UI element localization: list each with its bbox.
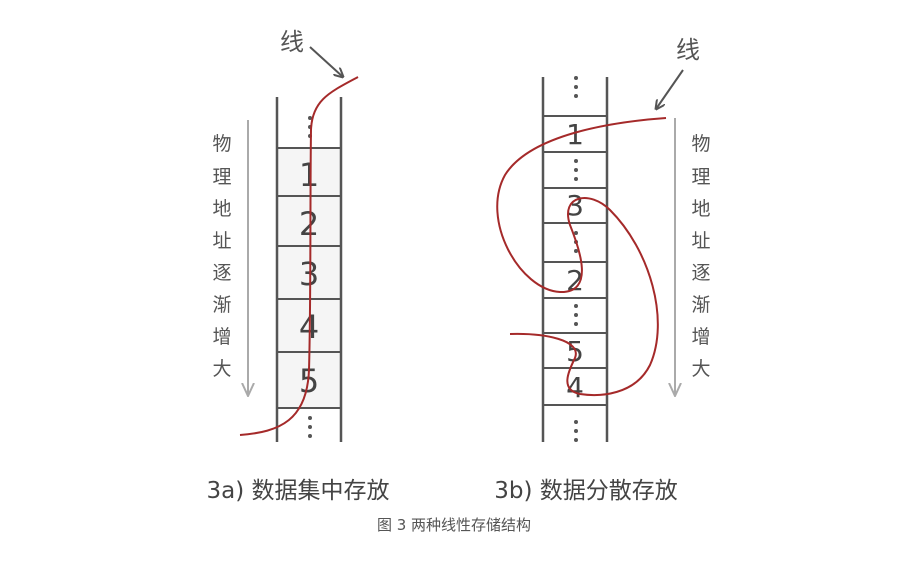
cell-label: 4 (566, 371, 584, 404)
axis-char: 增 (691, 326, 710, 348)
axis-char: 地 (212, 198, 231, 220)
figure-caption: 图 3 两种线性存储结构 (377, 516, 531, 534)
cell-label: 2 (566, 264, 584, 297)
caption-a: 3a) 数据集中存放 (206, 478, 389, 504)
cell-label: 3 (566, 189, 584, 222)
pointer-label: 线 (676, 36, 700, 64)
axis-char: 理 (691, 166, 710, 188)
axis-char: 理 (212, 166, 231, 188)
cell-label: 1 (566, 118, 584, 151)
cell-label: 2 (299, 205, 319, 243)
pointer-arrow (309, 46, 343, 77)
axis-char: 址 (212, 230, 231, 252)
pointer-arrow (656, 69, 684, 109)
axis-char: 大 (212, 358, 231, 380)
axis-char: 逐 (212, 262, 231, 284)
axis-char: 增 (212, 326, 231, 348)
axis-char: 物 (691, 133, 710, 155)
axis-char: 渐 (691, 294, 710, 316)
axis-char: 渐 (212, 294, 231, 316)
caption-b: 3b) 数据分散存放 (494, 478, 678, 504)
red-line (496, 117, 667, 397)
cell-label: 1 (299, 156, 319, 194)
axis-char: 逐 (691, 262, 710, 284)
axis-char: 大 (691, 358, 710, 380)
diagram-a: 1 2 3 4 5 物 理 地 址 逐 渐 增 大 线 3a) 数据集中存放 (206, 28, 389, 504)
pointer-label: 线 (280, 28, 304, 56)
axis-char: 址 (691, 230, 710, 252)
axis-char: 地 (691, 198, 710, 220)
red-line (239, 76, 359, 436)
diagram-b: 1 3 2 5 4 物 理 地 址 逐 渐 增 大 线 3b) 数据分散存放 (494, 36, 710, 504)
axis-char: 物 (212, 133, 231, 155)
cell-label: 3 (299, 255, 319, 293)
